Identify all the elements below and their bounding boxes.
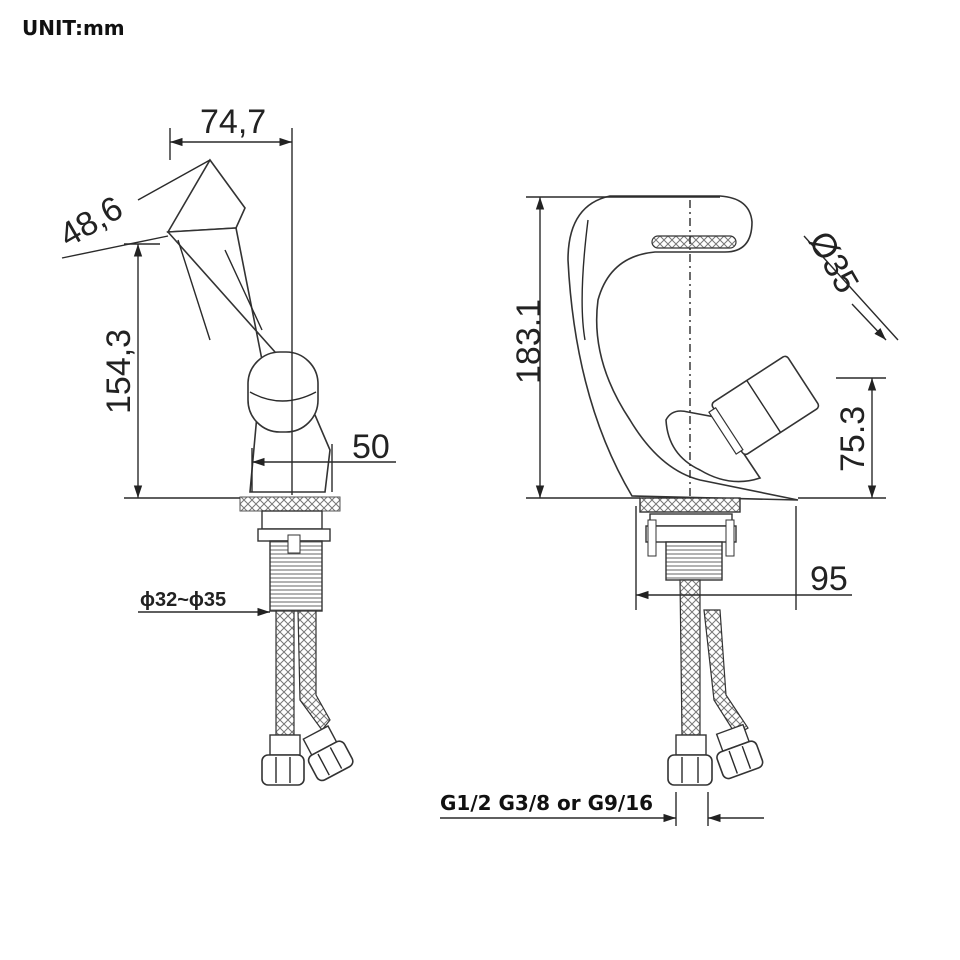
dim-base-width: 50	[352, 428, 390, 466]
dim-spout-reach: 74,7	[200, 103, 266, 141]
threaded-shank-front	[665, 541, 723, 581]
hose-nut-right-side	[307, 740, 354, 782]
front-view: 183.1 Ø35 75.3 95 G1/2 G3/8 or G9/16	[440, 195, 899, 826]
side-view: 74,7 48,6 154,3 50 ϕ32~ϕ35	[53, 103, 396, 786]
hose-right-front	[703, 609, 749, 736]
faucet-body-front	[567, 195, 799, 501]
hose-nut-left-side	[261, 754, 305, 786]
spout-head	[166, 158, 246, 233]
dim-thread-size: G1/2 G3/8 or G9/16	[440, 791, 653, 815]
handle-knob-side	[247, 351, 319, 433]
hose-left-side	[275, 610, 295, 736]
aerator	[651, 235, 737, 249]
base-plate-front	[639, 497, 741, 513]
hose-nut-left-front	[667, 754, 713, 786]
dim-spout-height: 48,6	[53, 189, 129, 255]
hose-right-side	[297, 610, 331, 731]
dim-hole-diameter: ϕ32~ϕ35	[140, 589, 226, 611]
base-plate-side	[239, 496, 341, 512]
dim-total-height-front: 183.1	[510, 299, 548, 384]
dim-base-reach: 95	[810, 560, 848, 598]
unit-label: UNIT:mm	[22, 16, 125, 40]
hose-nut-right-front	[716, 740, 764, 780]
hose-left-front	[679, 579, 701, 736]
dim-handle-diameter: Ø35	[801, 225, 866, 300]
dim-handle-height: 75.3	[834, 406, 872, 472]
dim-total-height-side: 154,3	[100, 329, 138, 414]
